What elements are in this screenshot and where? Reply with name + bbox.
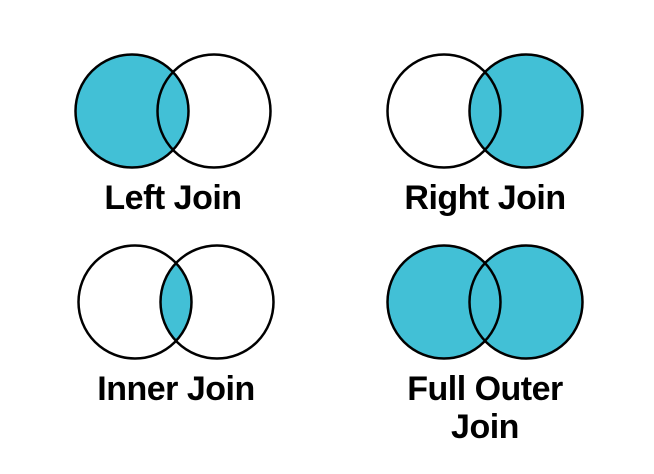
left-circle-fill (387, 54, 501, 168)
left-circle-outline (74, 53, 190, 169)
venn-diagram-full-outer-join: Full Outer Join (385, 242, 585, 446)
intersection-region (160, 263, 192, 341)
venn-diagram-left-join: Left Join (73, 51, 273, 217)
right-circle-fill (160, 245, 274, 359)
right-circle-fill (469, 245, 583, 359)
left-circle-fill (78, 245, 192, 359)
right-circle-outline (156, 53, 272, 169)
intersection-region (469, 72, 501, 150)
venn-graphic (386, 244, 584, 360)
right-circle-outline (159, 244, 275, 360)
venn-diagram-inner-join: Inner Join (76, 242, 276, 408)
venn-graphic (77, 244, 275, 360)
right-circle-outline (468, 244, 584, 360)
venn-graphic (74, 53, 272, 169)
diagram-label-inner-join: Inner Join (97, 370, 255, 408)
right-circle-outline (468, 53, 584, 169)
left-circle-outline (386, 53, 502, 169)
intersection-region (157, 72, 189, 150)
right-circle-fill (469, 54, 583, 168)
left-circle-fill (75, 54, 189, 168)
diagram-label-right-join: Right Join (404, 179, 566, 217)
left-circle-fill (387, 245, 501, 359)
left-circle-outline (386, 244, 502, 360)
left-circle-outline (77, 244, 193, 360)
venn-graphic (386, 53, 584, 169)
intersection-region (469, 263, 501, 341)
diagram-label-full-outer-join: Full Outer Join (407, 370, 563, 446)
right-circle-fill (157, 54, 271, 168)
diagram-label-left-join: Left Join (104, 179, 242, 217)
venn-diagram-right-join: Right Join (385, 51, 585, 217)
